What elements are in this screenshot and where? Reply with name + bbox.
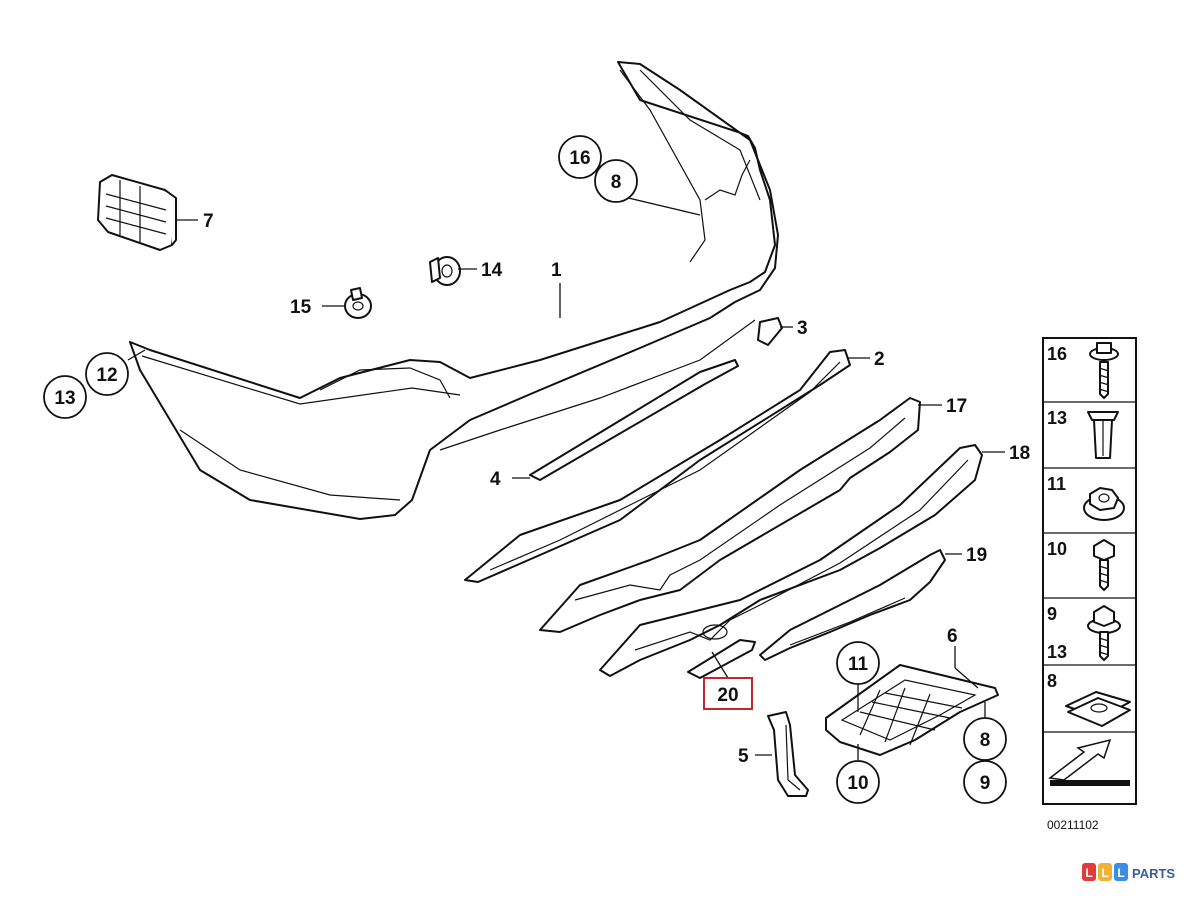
label-16: 16 <box>569 148 590 169</box>
bracket-5[interactable] <box>767 711 809 797</box>
bracket-3[interactable] <box>757 317 783 346</box>
label-4: 4 <box>490 469 501 490</box>
plain-labels: 7 14 15 1 3 2 17 18 19 4 5 6 <box>203 211 1030 767</box>
clip-15[interactable] <box>344 287 372 319</box>
insert-19[interactable] <box>759 549 946 661</box>
label-2: 2 <box>874 349 885 370</box>
diffuser-17[interactable] <box>539 397 921 633</box>
panel-label-10: 10 <box>1047 539 1067 559</box>
brand-mark-2 <box>1098 863 1112 881</box>
label-19: 19 <box>966 545 987 566</box>
label-5: 5 <box>738 746 749 767</box>
label-17: 17 <box>946 396 967 417</box>
label-11: 11 <box>848 654 869 675</box>
panel-label-9-13: 13 <box>1047 642 1067 662</box>
svg-text:L: L <box>1085 866 1092 880</box>
brand-logo: L L L PARTS <box>1082 863 1175 881</box>
panel-label-9: 9 <box>1047 604 1057 624</box>
hex-screw-washer-icon <box>1087 605 1121 661</box>
panel-label-13: 13 <box>1047 408 1067 428</box>
panel-label-11: 11 <box>1047 474 1066 494</box>
under-tray-6[interactable] <box>825 664 999 756</box>
trim-strip-4[interactable] <box>529 359 739 481</box>
direction-arrow-icon <box>1048 738 1130 786</box>
label-12: 12 <box>96 365 117 386</box>
clip-nut-icon <box>1065 691 1131 727</box>
label-20: 20 <box>717 685 738 706</box>
label-13: 13 <box>54 388 75 409</box>
hex-nut-icon <box>1083 487 1125 521</box>
label-6: 6 <box>947 626 958 647</box>
label-14: 14 <box>481 260 503 281</box>
svg-text:L: L <box>1101 866 1108 880</box>
circled-labels: 16 8 12 13 11 8 10 9 <box>43 135 1007 804</box>
label-10: 10 <box>847 773 868 794</box>
label-8-top: 8 <box>611 172 622 193</box>
label-8-bottom: 8 <box>980 730 991 751</box>
brand-text: PARTS <box>1132 866 1175 881</box>
label-15: 15 <box>290 297 312 318</box>
hex-screw-icon <box>1093 539 1115 591</box>
drawing-number: 00211102 <box>1047 818 1099 832</box>
label-18: 18 <box>1009 443 1030 464</box>
panel-label-16: 16 <box>1047 344 1067 364</box>
diffuser-18[interactable] <box>599 444 983 677</box>
svg-text:L: L <box>1117 866 1124 880</box>
fastener-panel: 16 13 11 10 9 13 8 <box>1042 337 1137 805</box>
brand-mark-3 <box>1114 863 1128 881</box>
label-3: 3 <box>797 318 808 339</box>
bumper-cover[interactable] <box>129 61 779 520</box>
panel-label-8: 8 <box>1047 671 1057 691</box>
clip-14[interactable] <box>429 256 461 286</box>
brand-mark-1 <box>1082 863 1096 881</box>
label-7: 7 <box>203 211 214 232</box>
trim-20[interactable] <box>687 639 756 679</box>
vent-grille[interactable] <box>97 174 177 251</box>
expanding-clip-icon <box>1087 411 1119 459</box>
screw-with-washer-icon <box>1089 342 1119 399</box>
label-1: 1 <box>551 260 562 281</box>
leader-lines <box>127 195 1005 760</box>
highlighted-label-20[interactable]: 20 <box>703 677 753 710</box>
label-9: 9 <box>980 773 991 794</box>
diffuser-2[interactable] <box>464 349 851 583</box>
